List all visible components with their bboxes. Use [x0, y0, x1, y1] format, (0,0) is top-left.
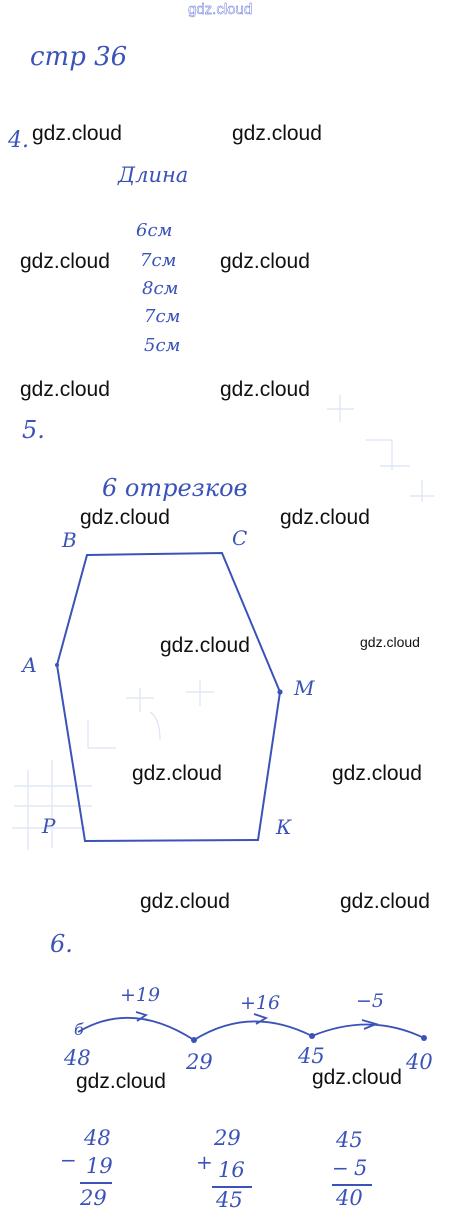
point-dot-40	[421, 1035, 427, 1041]
task4-length-1: 6см	[136, 220, 173, 241]
watermark: gdz.cloud	[32, 122, 122, 145]
page-heading: стр 36	[30, 42, 128, 72]
watermark: gdz.cloud	[220, 250, 310, 273]
task5-number: 5.	[22, 416, 45, 444]
watermark: gdz.cloud	[20, 378, 110, 401]
point-label-45: 45	[298, 1044, 325, 1068]
task5-answer: 6 отрезков	[102, 474, 248, 502]
task4-number: 4.	[8, 128, 29, 153]
calc3-sign: −	[332, 1156, 349, 1180]
watermark: gdz.cloud	[160, 634, 250, 657]
step-label-2: +16	[240, 992, 281, 1014]
watermark: gdz.cloud	[220, 378, 310, 401]
vertex-label-p: Р	[42, 814, 56, 838]
watermark: gdz.cloud	[232, 122, 322, 145]
point-label-29: 29	[186, 1050, 213, 1074]
task4-length-3: 8см	[142, 278, 179, 299]
vertex-label-b: В	[62, 528, 77, 552]
calc3-bottom: 5	[354, 1156, 368, 1180]
hexagon-shape	[55, 551, 282, 843]
task4-length-2: 7см	[140, 250, 177, 271]
vertex-label-m: М	[294, 676, 315, 700]
point-dot-29	[191, 1037, 197, 1043]
watermark: gdz.cloud	[340, 890, 430, 913]
calc3-line	[332, 1184, 372, 1186]
calc2-bottom: 16	[218, 1158, 245, 1182]
vertex-label-c: С	[232, 526, 248, 550]
calc2-sign: +	[196, 1150, 213, 1174]
point-label-48: 48	[64, 1046, 91, 1070]
calc2-top: 29	[214, 1126, 241, 1150]
calc3-top: 45	[336, 1128, 363, 1152]
task6-number: 6.	[50, 930, 73, 958]
point-label-40: 40	[406, 1050, 433, 1074]
vertex-dot-a	[55, 663, 59, 667]
calc1-result: 29	[80, 1186, 107, 1210]
watermark: gdz.cloud	[132, 762, 222, 785]
number-line-arcs	[77, 1011, 425, 1041]
point-dot-45	[309, 1033, 315, 1039]
calc2-result: 45	[216, 1188, 243, 1212]
watermark: gdz.cloud	[280, 506, 370, 529]
watermark: gdz.cloud	[20, 250, 110, 273]
vertex-label-k: К	[276, 815, 292, 839]
watermark: gdz.cloud	[312, 1066, 402, 1089]
watermark: gdz.cloud	[332, 762, 422, 785]
faint-grid-marks	[12, 395, 434, 850]
watermark-small: gdz.cloud	[360, 634, 420, 650]
calc1-bottom: 19	[86, 1154, 113, 1178]
watermark: gdz.cloud	[80, 506, 170, 529]
start-mark: б	[74, 1020, 84, 1039]
calc1-line	[80, 1182, 112, 1184]
vertex-dot-m	[277, 689, 283, 695]
task4-title: Длина	[118, 163, 189, 187]
watermark: gdz.cloud	[76, 1070, 166, 1093]
task4-length-5: 5см	[144, 335, 181, 356]
watermark: gdz.cloud	[140, 890, 230, 913]
calc1-sign: −	[60, 1148, 77, 1172]
calc1-top: 48	[84, 1126, 111, 1150]
task4-length-4: 7см	[144, 306, 181, 327]
vertex-label-a: А	[22, 653, 38, 677]
step-label-1: +19	[120, 984, 161, 1006]
calc2-line	[212, 1186, 252, 1188]
top-watermark-link[interactable]: gdz.cloud	[188, 1, 253, 18]
calc3-result: 40	[336, 1186, 363, 1210]
step-label-3: −5	[356, 990, 385, 1012]
